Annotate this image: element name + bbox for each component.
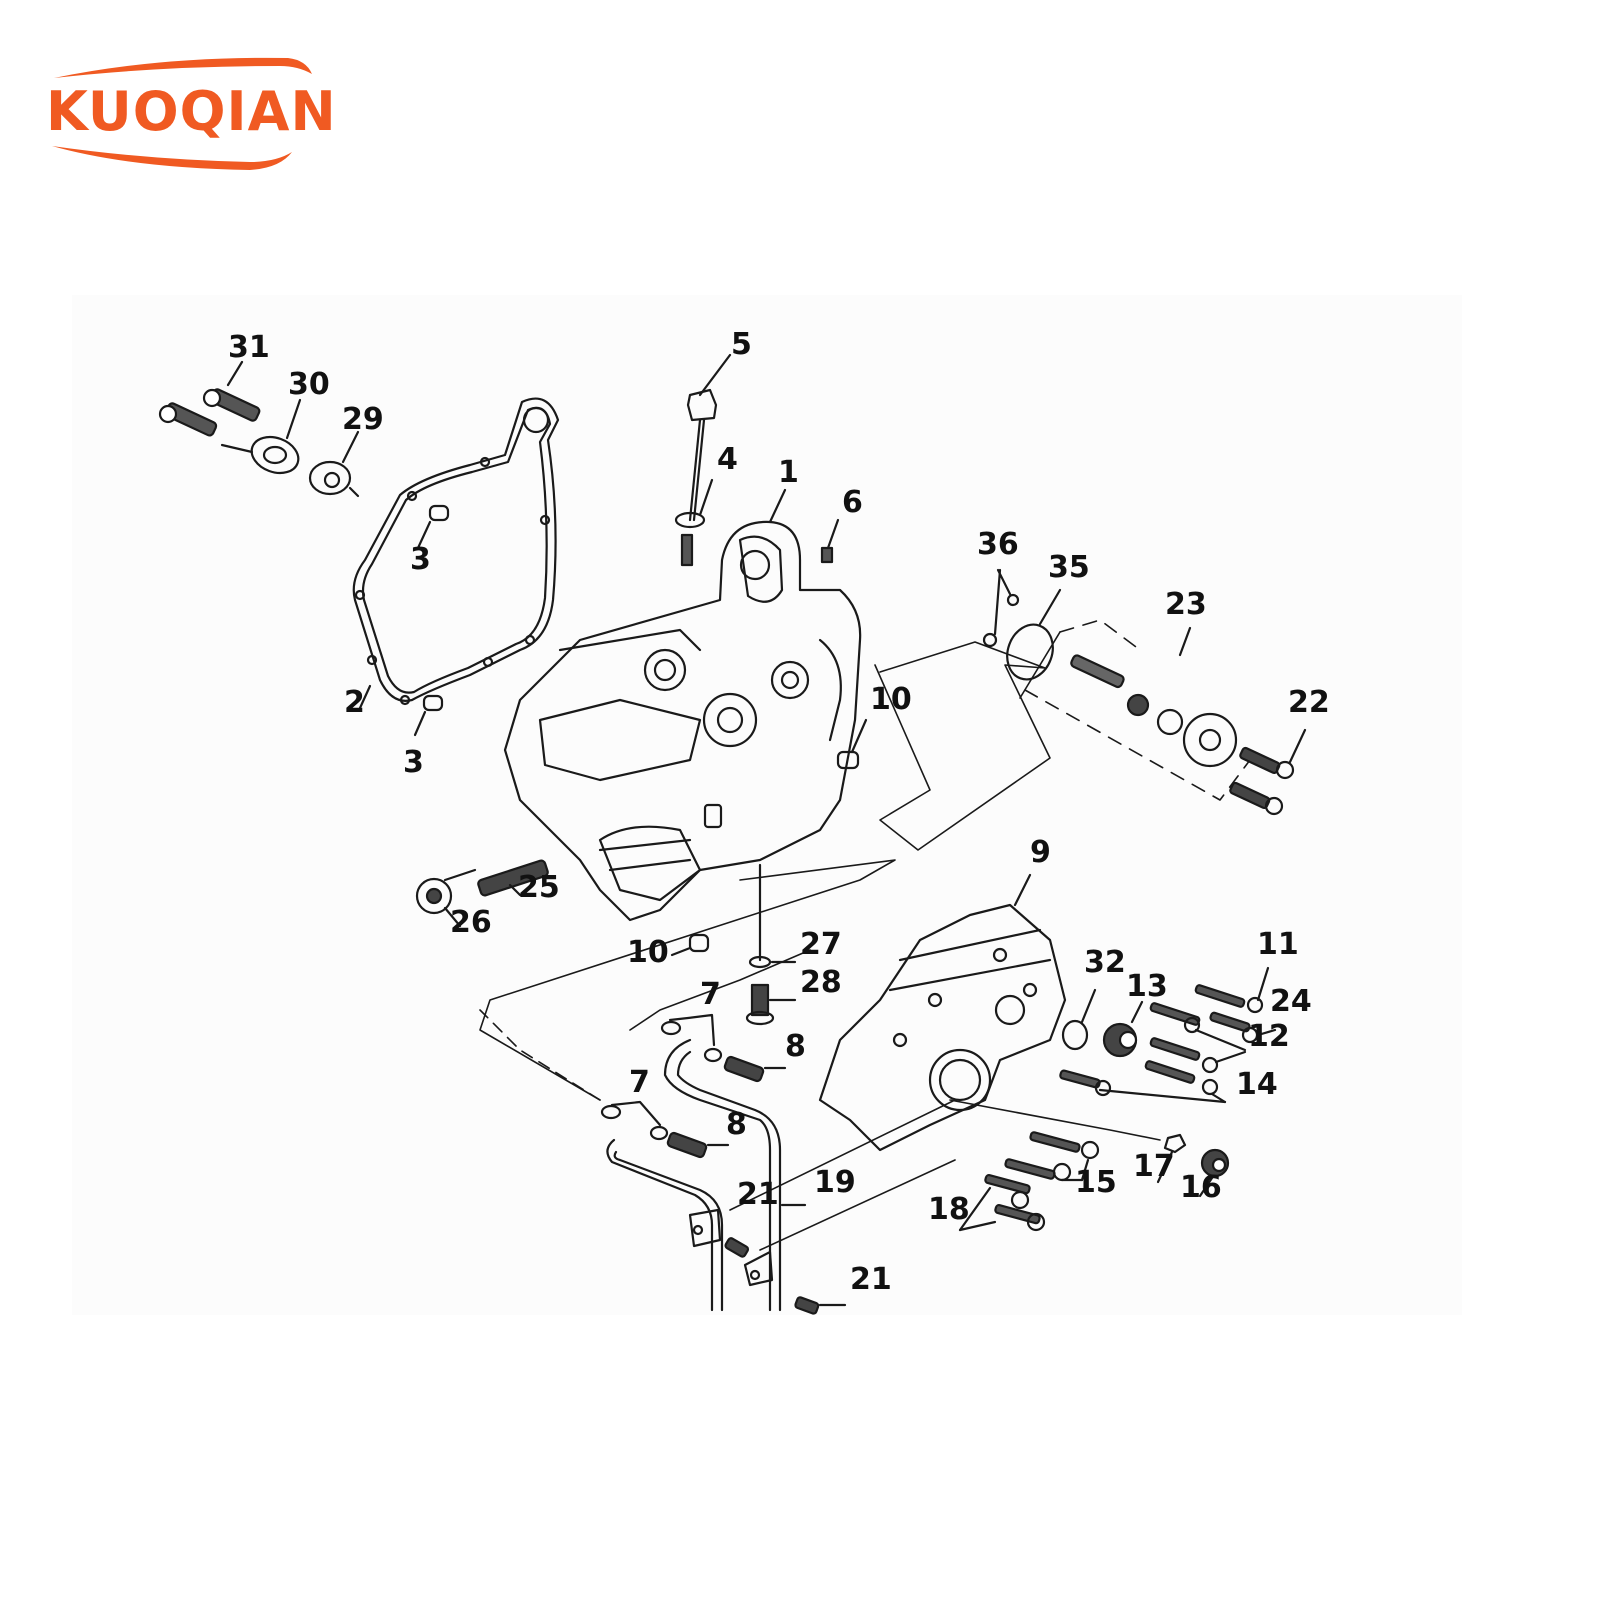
brand-name: KUOQIAN (46, 80, 337, 143)
gasket-part-30-icon (220, 398, 302, 475)
part-callout-7: 7 (629, 1065, 650, 1100)
part-callout-31: 31 (228, 330, 270, 365)
part-callout-9: 9 (1030, 835, 1051, 870)
part-callout-28: 28 (800, 965, 842, 1000)
part-callout-10: 10 (870, 682, 912, 717)
bracket-bolt-part-21-icon (688, 1208, 847, 1315)
part-callout-22: 22 (1288, 685, 1330, 720)
washer-part-7-icon (600, 1013, 723, 1141)
bolt-set-part-11-12-14-24-icon (1059, 966, 1277, 1104)
o-ring-part-4-icon (674, 478, 714, 567)
part-callout-32: 32 (1084, 945, 1126, 980)
part-callout-5: 5 (731, 327, 752, 362)
part-callout-1: 1 (778, 455, 799, 490)
side-cover-part-9-icon (818, 873, 1067, 1152)
part-callout-11: 11 (1257, 927, 1299, 962)
brand-logo: KUOQIAN (40, 52, 336, 172)
o-ring-part-35-icon (1006, 588, 1062, 681)
part-callout-21: 21 (850, 1262, 892, 1297)
part-callout-3: 3 (403, 745, 424, 780)
part-callout-19: 19 (814, 1165, 856, 1200)
part-callout-15: 15 (1075, 1165, 1117, 1200)
stud-part-25-icon (477, 859, 549, 897)
part-callout-3: 3 (410, 542, 431, 577)
diagram-panel (72, 295, 1462, 1315)
part-callout-14: 14 (1236, 1067, 1278, 1102)
part-callout-7: 7 (700, 977, 721, 1012)
part-callout-26: 26 (450, 905, 492, 940)
logo-swoosh-icon (52, 57, 312, 170)
dowel-pin-part-10-icon (670, 718, 868, 957)
drain-bolt-part-28-icon (745, 983, 797, 1026)
oil-pipe-part-19-icon (606, 1038, 807, 1312)
washer-part-36-icon (982, 568, 1020, 648)
part-callout-35: 35 (1048, 550, 1090, 585)
bolt-set-part-15-18-icon (958, 1131, 1100, 1232)
part-callout-36: 36 (977, 527, 1019, 562)
part-callout-24: 24 (1270, 984, 1312, 1019)
part-callout-6: 6 (842, 485, 863, 520)
part-callout-8: 8 (726, 1107, 747, 1142)
screw-part-22-icon (1229, 728, 1307, 816)
nut-part-26-icon (415, 868, 477, 928)
plug-part-16-icon (1198, 1148, 1230, 1198)
part-callout-25: 25 (518, 870, 560, 905)
part-callout-17: 17 (1133, 1149, 1175, 1184)
plug-part-13-icon (1102, 1000, 1144, 1058)
washer-part-17-icon (1156, 1133, 1187, 1184)
fitting-part-29-icon (308, 430, 360, 498)
part-callout-13: 13 (1126, 969, 1168, 1004)
assembly-guide-lines (479, 619, 1251, 1251)
bolt-part-31-icon (158, 360, 261, 437)
part-callout-23: 23 (1165, 587, 1207, 622)
part-callout-21: 21 (737, 1177, 779, 1212)
banjo-bolt-part-8-icon (666, 1055, 787, 1159)
dipstick-part-5-icon (686, 353, 732, 522)
part-callout-30: 30 (288, 367, 330, 402)
pump-assembly-part-23-icon (1070, 626, 1238, 768)
part-callout-8: 8 (785, 1029, 806, 1064)
cover-gasket-part-2-icon (352, 397, 560, 710)
part-callout-10: 10 (627, 935, 669, 970)
o-ring-part-32-icon (1061, 988, 1097, 1051)
part-callout-27: 27 (800, 927, 842, 962)
part-callout-4: 4 (717, 442, 738, 477)
part-callout-12: 12 (1248, 1019, 1290, 1054)
part-callout-29: 29 (342, 402, 384, 437)
part-callout-16: 16 (1180, 1170, 1222, 1205)
drain-washer-part-27-icon (748, 863, 797, 969)
part-callout-18: 18 (928, 1192, 970, 1227)
dowel-pin-part-3-icon (413, 504, 450, 737)
crankcase-part-1-icon (503, 488, 862, 922)
part-callout-2: 2 (344, 685, 365, 720)
